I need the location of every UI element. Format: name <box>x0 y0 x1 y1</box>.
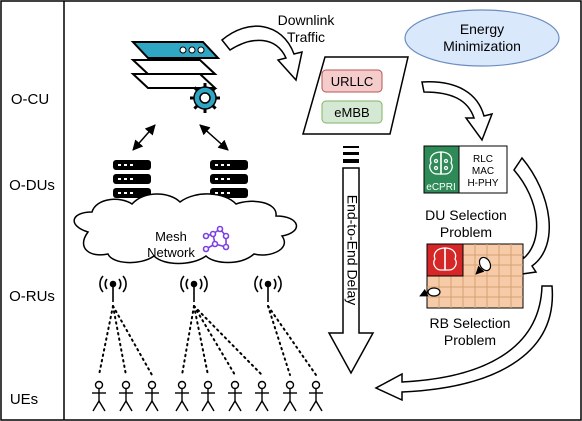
hphy-label: H-PHY <box>467 178 498 189</box>
ue-figure <box>228 380 242 412</box>
rb-selection-label-1: RB Selection <box>430 315 511 331</box>
ai-brain-icon <box>429 151 453 175</box>
mesh-network-cloud <box>73 193 297 265</box>
downlink-label-2: Traffic <box>287 29 325 45</box>
ue-figure <box>145 380 159 412</box>
urllc-label: URLLC <box>331 74 374 89</box>
cu-du-link-right <box>199 124 229 151</box>
rb-to-ue-arrow <box>374 285 554 402</box>
delay-stripe <box>343 146 359 148</box>
du-server-icon <box>210 160 248 198</box>
selection-cursor-icon <box>419 256 492 297</box>
du-selection-label-2: Problem <box>440 224 492 240</box>
ue-figure <box>255 380 269 412</box>
layer-label-ocu: O-CU <box>11 91 49 108</box>
ue-figure <box>119 380 133 412</box>
du-selection-label-1: DU Selection <box>425 207 507 223</box>
mac-label: MAC <box>472 166 494 177</box>
radio-unit-icon <box>99 275 127 302</box>
delay-stripe <box>343 152 359 155</box>
urllc-box <box>321 69 383 93</box>
rb-selection-label-2: Problem <box>444 332 496 348</box>
gear-icon <box>190 83 220 113</box>
mesh-topology-icon <box>202 225 230 253</box>
end-to-end-delay-arrow <box>327 167 375 375</box>
ue-figure <box>175 380 189 412</box>
layer-label-ues: UEs <box>10 391 38 408</box>
embb-label: eMBB <box>334 105 369 120</box>
ecpri-label: eCPRI <box>426 182 455 193</box>
resource-block-grid <box>426 243 524 309</box>
wireless-links <box>98 305 317 376</box>
layer-label-orus: O-RUs <box>9 288 55 305</box>
radio-unit-icon <box>254 275 282 302</box>
ocu-server-icon <box>130 41 221 113</box>
ue-figure <box>201 380 215 412</box>
cu-du-link-left <box>132 124 156 151</box>
embb-box <box>321 100 383 124</box>
layer-label-odus: O-DUs <box>9 177 55 194</box>
energy-label-2: Minimization <box>443 38 521 54</box>
end-to-end-delay-label: End-to-End Delay <box>344 195 360 306</box>
radio-unit-icon <box>180 275 208 302</box>
mesh-network-label-1: Mesh <box>155 229 187 244</box>
energy-label-1: Energy <box>460 21 504 37</box>
du-server-icon <box>113 160 151 198</box>
ue-figure <box>92 380 106 412</box>
energy-minimization-ellipse <box>404 9 560 67</box>
mesh-network-label-2: Network <box>147 245 195 260</box>
downlink-label-1: Downlink <box>278 12 336 28</box>
ue-figure <box>283 380 297 412</box>
traffic-to-du-arrow <box>421 81 494 142</box>
downlink-traffic-arrow <box>220 25 303 82</box>
delay-stripe <box>343 159 359 163</box>
ue-figure <box>309 380 323 412</box>
rlc-label: RLC <box>473 154 493 165</box>
ai-brain-icon <box>433 247 457 271</box>
